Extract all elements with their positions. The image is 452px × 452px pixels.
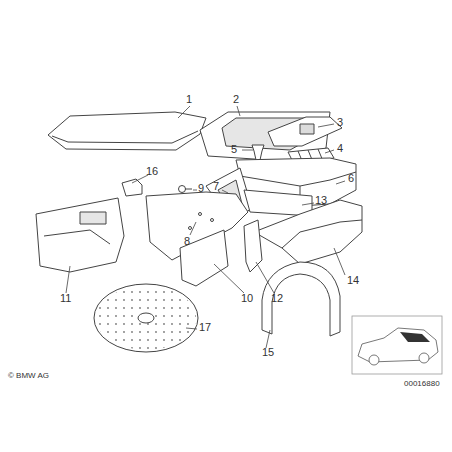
callout-number: 7: [213, 181, 219, 192]
cover-panel: [244, 190, 312, 216]
parcel-shelf: [48, 112, 206, 150]
car-inset: [352, 316, 442, 374]
screw: [179, 186, 186, 193]
callout-number: 15: [262, 347, 274, 358]
bracket: [268, 117, 342, 146]
side-trim-left: [36, 198, 124, 272]
callout-number: 11: [60, 293, 71, 304]
access-panel: [180, 230, 228, 286]
callout-number: 12: [271, 293, 283, 304]
callout-number: 9: [198, 183, 204, 194]
callout-number: 4: [337, 143, 343, 154]
callout-number: 16: [146, 166, 158, 177]
callout-number: 14: [347, 275, 359, 286]
wheel-arch-cover: [262, 262, 340, 336]
callout-number: 6: [348, 173, 354, 184]
drawing-number: 00016880: [404, 380, 440, 388]
clip: [252, 145, 264, 160]
trunk-trim: [254, 200, 362, 264]
callout-number: 1: [186, 94, 192, 105]
callout-number: 3: [337, 117, 343, 128]
callout-number: 8: [184, 236, 190, 247]
foam-block: [122, 179, 142, 196]
callout-number: 5: [231, 144, 237, 155]
callout-number: 10: [241, 293, 253, 304]
small-bracket: [244, 220, 262, 272]
callout-number: 17: [199, 322, 211, 333]
callout-number: 2: [233, 94, 239, 105]
callout-number: 13: [315, 195, 327, 206]
leader-lines: [66, 106, 345, 348]
wheel-mat: [94, 284, 198, 352]
copyright-note: © BMW AG: [8, 372, 49, 380]
